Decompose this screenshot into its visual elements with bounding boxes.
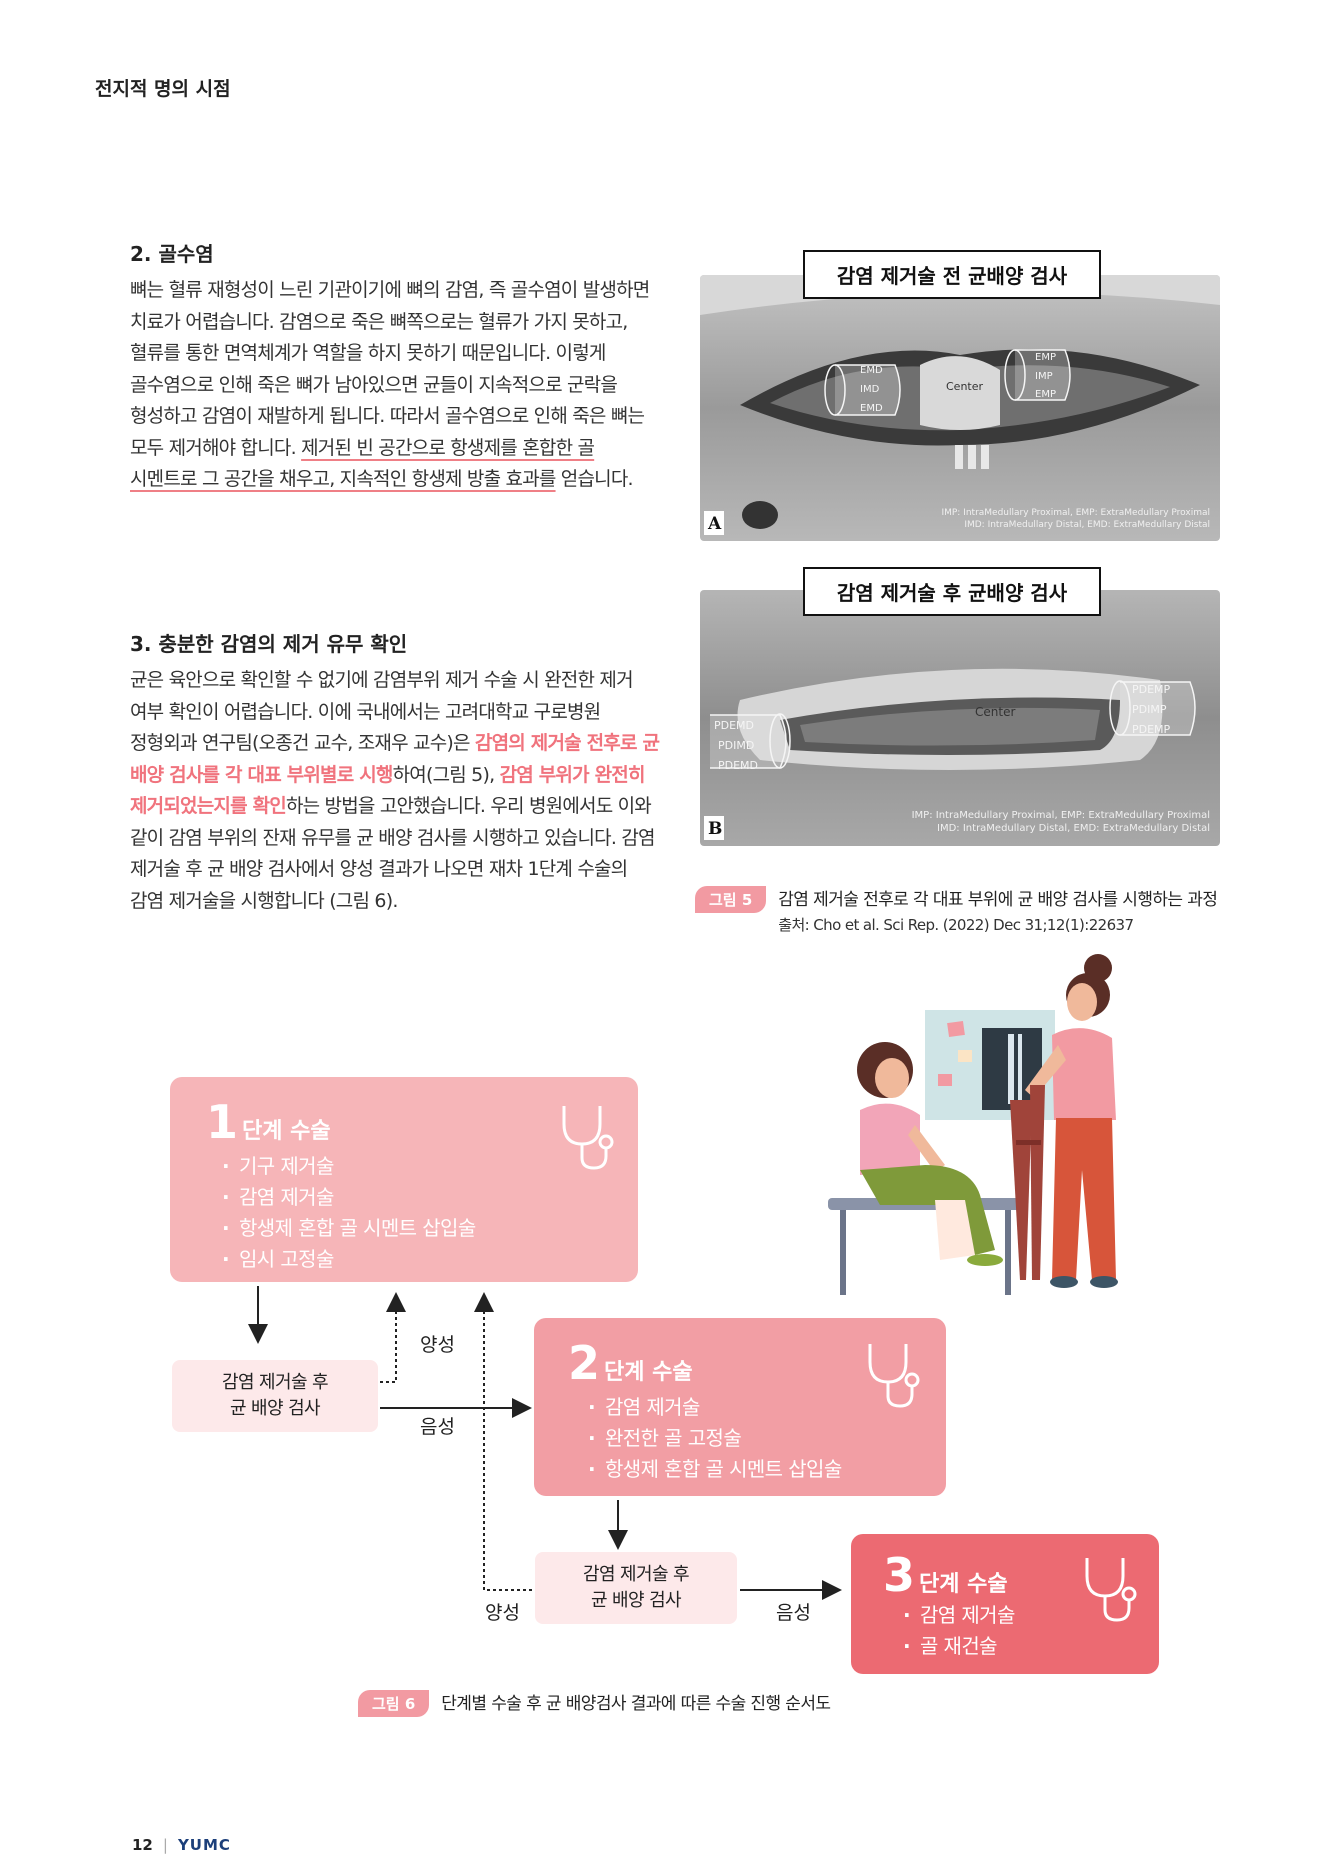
stage-number: 3 (883, 1548, 916, 1602)
label-right-bot: PDEMP (1132, 723, 1171, 736)
legend-line-1: IMP: IntraMedullary Proximal, EMP: Extra… (912, 810, 1210, 821)
label-positive: 양성 (420, 1334, 455, 1356)
figure5-caption: 그림 5 감염 제거술 전후로 각 대표 부위에 균 배양 검사를 시행하는 과… (695, 886, 1255, 935)
figure6-caption: 그림 6 단계별 수술 후 균 배양검사 결과에 따른 수술 진행 순서도 (358, 1690, 831, 1718)
section-infection-check: 3. 충분한 감염의 제거 유무 확인 균은 육안으로 확인할 수 없기에 감염… (130, 628, 660, 917)
page-number: 12 (132, 1836, 153, 1854)
surgical-photo-b: PDEMD PDIMD PDEMD Center PDEMP PDIMP PDE… (700, 590, 1220, 846)
paragraph-text: 뼈는 혈류 재형성이 느린 기관이기에 뼈의 감염, 즉 골수염이 발생하면 치… (130, 279, 650, 459)
paragraph-text: 균은 육안으로 확인할 수 없기에 감염부위 제거 수술 시 완전한 제거 여부… (130, 669, 634, 754)
stage-item: 항생제 혼합 골 시멘트 삽입술 (588, 1454, 946, 1485)
photo-letter: A (707, 514, 722, 534)
stage-name: 단계 수술 (604, 1360, 693, 1385)
label-left-top: EMD (860, 365, 883, 376)
running-header: 전지적 명의 시점 (95, 78, 231, 100)
culture-box-1: 감염 제거술 후 균 배양 검사 (172, 1360, 378, 1432)
label-right-mid: IMP (1035, 371, 1053, 382)
stage-item: 감염 제거술 (903, 1600, 1159, 1631)
underlined-text: 제거된 빈 공간으로 항생제를 혼합한 골 시멘트로 그 공간을 채우고, 지속… (130, 436, 595, 491)
figure-badge: 그림 6 (358, 1690, 430, 1717)
surgical-photo-a: EMD IMD EMD Center EMP IMP EMP A IMP: In… (700, 275, 1220, 541)
label-right-mid: PDIMP (1132, 703, 1167, 716)
stage-item: 감염 제거술 (222, 1182, 638, 1213)
stage-name: 단계 수술 (242, 1119, 331, 1144)
culture-line: 감염 제거술 후 (582, 1564, 690, 1585)
label-center: Center (946, 380, 984, 393)
paragraph-text: 하여(그림 5), (392, 763, 500, 786)
stage-item: 완전한 골 고정술 (588, 1423, 946, 1454)
patient-nurse-illustration (828, 954, 1118, 1295)
photo-label-after: 감염 제거술 후 균배양 검사 (803, 567, 1101, 616)
label-left-mid: IMD (860, 384, 880, 395)
stage-items: 감염 제거술 골 재건술 (903, 1600, 1159, 1662)
label-right-top: PDEMP (1132, 683, 1171, 696)
patient-shirt (860, 1103, 920, 1175)
label-right-bot: EMP (1035, 389, 1056, 400)
legend-line-1: IMP: IntraMedullary Proximal, EMP: Extra… (941, 508, 1210, 518)
label-left-bot: PDEMD (718, 759, 758, 772)
label-left-mid: PDIMD (718, 739, 754, 752)
stage1-box: 1 단계 수술 기구 제거술 감염 제거술 항생제 혼합 골 시멘트 삽입술 임… (170, 1077, 638, 1282)
label-left-top: PDEMD (714, 719, 754, 732)
crutch (1030, 1085, 1045, 1280)
label-positive: 양성 (485, 1602, 520, 1624)
photo-letter: B (708, 819, 722, 839)
stage2-box: 2 단계 수술 감염 제거술 완전한 골 고정술 항생제 혼합 골 시멘트 삽입… (534, 1318, 946, 1496)
photo-before-removal: EMD IMD EMD Center EMP IMP EMP A IMP: In… (700, 275, 1220, 541)
stethoscope-icon (868, 1344, 920, 1408)
paragraph-text: 하는 방법을 고안했습니다. 우리 병원에서도 이와 같이 감염 부위의 잔재 … (130, 795, 655, 912)
highlight-text: 감염의 제거술 전후로 균 배양 검사를 각 대표 부위별로 시행 (130, 732, 660, 786)
stage-items: 감염 제거술 완전한 골 고정술 항생제 혼합 골 시멘트 삽입술 (588, 1392, 946, 1485)
patient-pants (860, 1165, 995, 1255)
paragraph-text-end: 얻습니다. (555, 468, 634, 490)
photo-after-removal: PDEMD PDIMD PDEMD Center PDEMP PDIMP PDE… (700, 590, 1220, 846)
stage-items: 기구 제거술 감염 제거술 항생제 혼합 골 시멘트 삽입술 임시 고정술 (222, 1151, 638, 1275)
section-osteomyelitis: 2. 골수염 뼈는 혈류 재형성이 느린 기관이기에 뼈의 감염, 즉 골수염이… (130, 238, 660, 496)
culture-line: 균 배양 검사 (590, 1590, 682, 1611)
legend-line-2: IMD: IntraMedullary Distal, EMD: ExtraMe… (964, 520, 1210, 530)
caption-text: 단계별 수술 후 균 배양검사 결과에 따른 수술 진행 순서도 (441, 1694, 831, 1714)
section-paragraph: 균은 육안으로 확인할 수 없기에 감염부위 제거 수술 시 완전한 제거 여부… (130, 665, 660, 917)
yumc-logo: YUMC (177, 1836, 231, 1854)
stage-number: 2 (568, 1336, 601, 1390)
stage-name: 단계 수술 (919, 1572, 1008, 1597)
section-title: 2. 골수염 (130, 242, 214, 266)
highlight-text: 감염 부위가 완전히 제거되었는지를 확인 (130, 763, 645, 818)
nurse-uniform (1052, 1028, 1116, 1120)
caption-block: 감염 제거술 전후로 각 대표 부위에 균 배양 검사를 시행하는 과정 출처:… (778, 886, 1218, 935)
section-title: 3. 충분한 감염의 제거 유무 확인 (130, 632, 408, 656)
photo-label-before: 감염 제거술 전 균배양 검사 (803, 250, 1101, 299)
stethoscope-icon (562, 1106, 614, 1170)
label-right-top: EMP (1035, 352, 1056, 363)
stage-number: 1 (206, 1095, 239, 1149)
label-negative: 음성 (776, 1602, 811, 1624)
stage-item: 항생제 혼합 골 시멘트 삽입술 (222, 1213, 638, 1244)
footer-separator: | (162, 1836, 168, 1854)
stage-item: 기구 제거술 (222, 1151, 638, 1182)
stage3-box: 3 단계 수술 감염 제거술 골 재건술 (851, 1534, 1159, 1674)
nurse-pants (1052, 1118, 1116, 1280)
label-negative: 음성 (420, 1416, 455, 1438)
stage-item: 골 재건술 (903, 1631, 1159, 1662)
label-center: Center (975, 705, 1015, 719)
caption-source: 출처: Cho et al. Sci Rep. (2022) Dec 31;12… (778, 916, 1134, 934)
stage-item: 감염 제거술 (588, 1392, 946, 1423)
culture-line: 균 배양 검사 (229, 1398, 321, 1419)
label-left-bot: EMD (860, 403, 883, 414)
culture-box-2: 감염 제거술 후 균 배양 검사 (535, 1552, 737, 1624)
caption-text: 감염 제거술 전후로 각 대표 부위에 균 배양 검사를 시행하는 과정 (778, 890, 1218, 910)
figure-badge: 그림 5 (695, 886, 767, 913)
culture-line: 감염 제거술 후 (221, 1372, 329, 1393)
stage-item: 임시 고정술 (222, 1244, 638, 1275)
section-paragraph: 뼈는 혈류 재형성이 느린 기관이기에 뼈의 감염, 즉 골수염이 발생하면 치… (130, 275, 660, 496)
page-footer: 12 | YUMC (132, 1836, 231, 1854)
stethoscope-icon (1085, 1558, 1137, 1622)
leg-cast (935, 1200, 975, 1260)
legend-line-2: IMD: IntraMedullary Distal, EMD: ExtraMe… (937, 823, 1210, 834)
